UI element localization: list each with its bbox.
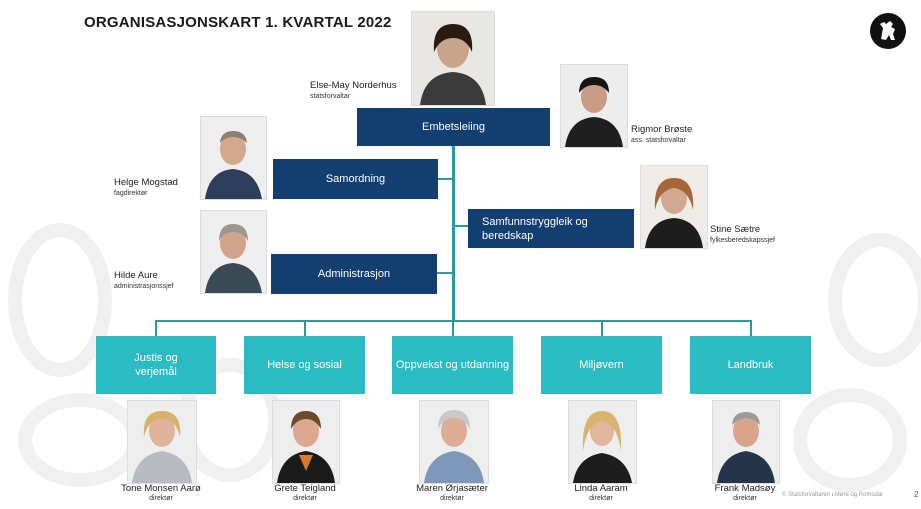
portrait-photo-samfunnstryggleik	[640, 165, 708, 249]
department-justis-person-role: direktør	[149, 495, 173, 502]
person-silhouette-icon	[420, 401, 488, 483]
person-silhouette-icon	[569, 401, 636, 483]
coat-of-arms-lion-icon	[870, 13, 906, 49]
portrait-photo-oppvekst	[419, 400, 489, 484]
trunk-connector	[452, 146, 455, 321]
person-silhouette-icon	[412, 12, 494, 105]
person-silhouette-icon	[561, 65, 627, 147]
connector-administrasjon	[437, 272, 454, 274]
connector-samfunnstryggleik	[454, 225, 468, 227]
person-silhouette-icon	[201, 117, 266, 199]
connector-dept-4	[601, 320, 603, 336]
department-box-oppvekst: Oppvekst og utdanning	[392, 336, 513, 394]
portrait-photo-administrasjon	[200, 210, 267, 294]
top-leader-name: Else-May Norderhus	[310, 80, 397, 91]
samordning-person-role: fagdirektør	[114, 190, 148, 197]
portrait-photo-top	[411, 11, 495, 106]
assistant-role: ass. statsforvaltar	[631, 137, 686, 144]
department-miljovern-person-role: direktør	[589, 495, 613, 502]
footer-copyright: © Statsforvaltaren i Møre og Romsdal	[782, 492, 883, 498]
person-silhouette-icon	[201, 211, 266, 293]
person-silhouette-icon	[713, 401, 779, 483]
department-box-justis: Justis og verjemål	[96, 336, 216, 394]
top-leader-role: statsforvaltar	[310, 93, 351, 100]
person-silhouette-icon	[128, 401, 196, 483]
administrasjon-person-role: administrasjonssjef	[114, 283, 174, 290]
samordning-person-name: Helge Mogstad	[114, 177, 178, 188]
page-number: 2	[914, 490, 919, 499]
department-miljovern-person-name: Linda Aaram	[574, 483, 628, 494]
department-box-landbruk: Landbruk	[690, 336, 811, 394]
portrait-photo-assistant	[560, 64, 628, 148]
department-landbruk-person-name: Frank Madsøy	[714, 483, 776, 494]
portrait-photo-helse	[272, 400, 340, 484]
embetsleiing-box: Embetsleiing	[357, 108, 550, 146]
person-silhouette-icon	[641, 166, 707, 248]
department-box-helse: Helse og sosial	[244, 336, 365, 394]
portrait-photo-justis	[127, 400, 197, 484]
samfunnstryggleik-person-role: fylkesberedskapssjef	[710, 237, 775, 244]
connector-samordning	[438, 178, 454, 180]
department-justis-person-name: Tone Monsen Aarø	[121, 483, 201, 494]
samordning-box: Samordning	[273, 159, 438, 199]
samfunnstryggleik-person-name: Stine Sætre	[710, 224, 761, 235]
portrait-photo-miljovern	[568, 400, 637, 484]
department-landbruk-person-role: direktør	[733, 495, 757, 502]
department-oppvekst-person-name: Maren Ørjasæter	[416, 483, 488, 494]
person-silhouette-icon	[273, 401, 339, 483]
department-helse-person-name: Grete Teigland	[274, 483, 336, 494]
portrait-photo-landbruk	[712, 400, 780, 484]
page-title: ORGANISASJONSKART 1. KVARTAL 2022	[84, 14, 392, 31]
connector-dept-1	[155, 320, 157, 336]
administrasjon-box: Administrasjon	[271, 254, 437, 294]
department-box-miljovern: Miljøvern	[541, 336, 662, 394]
administrasjon-person-name: Hilde Aure	[114, 270, 158, 281]
department-helse-person-role: direktør	[293, 495, 317, 502]
connector-dept-5	[750, 320, 752, 336]
assistant-name: Rigmor Brøste	[631, 124, 693, 135]
connector-dept-3	[452, 320, 454, 336]
department-oppvekst-person-role: direktør	[440, 495, 464, 502]
portrait-photo-samordning	[200, 116, 267, 200]
samfunnstryggleik-box: Samfunnstryggleik og beredskap	[468, 209, 634, 248]
connector-dept-2	[304, 320, 306, 336]
